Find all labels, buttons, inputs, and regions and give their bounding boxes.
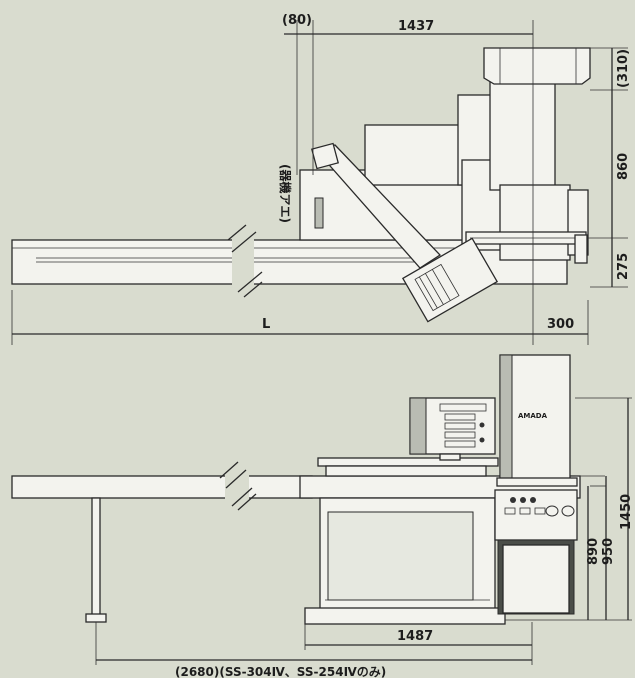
control-pendant	[409, 397, 496, 461]
brand-logo: AMADA	[518, 412, 548, 420]
front-view: AMADA	[11, 354, 581, 625]
side-label: (器機アエ)	[278, 164, 293, 223]
top-view	[11, 47, 591, 323]
feed-table	[11, 475, 313, 499]
dim-top-offset: (80)	[282, 13, 312, 28]
front-dimensions: 1450 950 890 1487 (2680)(SS-304Ⅳ、SS-254Ⅳ…	[95, 397, 634, 678]
table-leg	[91, 497, 101, 617]
dim-bottom-note: (2680)(SS-304Ⅳ、SS-254Ⅳのみ)	[175, 665, 386, 678]
operation-panel	[494, 489, 578, 541]
break-gap-top	[232, 228, 254, 298]
top-dimensions: (80) 1437 (310) 860 275 L 300	[11, 13, 631, 345]
dim-top-length: 1437	[398, 19, 434, 34]
column-top	[489, 79, 556, 191]
dim-overhang: 300	[547, 317, 574, 332]
dim-height-total: 1450	[619, 494, 634, 530]
dim-right-base: 275	[616, 253, 631, 280]
dim-total-length: L	[262, 317, 270, 332]
dim-right-column: 860	[616, 153, 631, 180]
coolant-tank	[401, 237, 499, 323]
dim-base-width: 1487	[397, 629, 433, 644]
dim-right-head: (310)	[616, 49, 631, 88]
dim-height-table: 950	[601, 538, 616, 565]
dim-height-table2: 890	[586, 538, 601, 565]
